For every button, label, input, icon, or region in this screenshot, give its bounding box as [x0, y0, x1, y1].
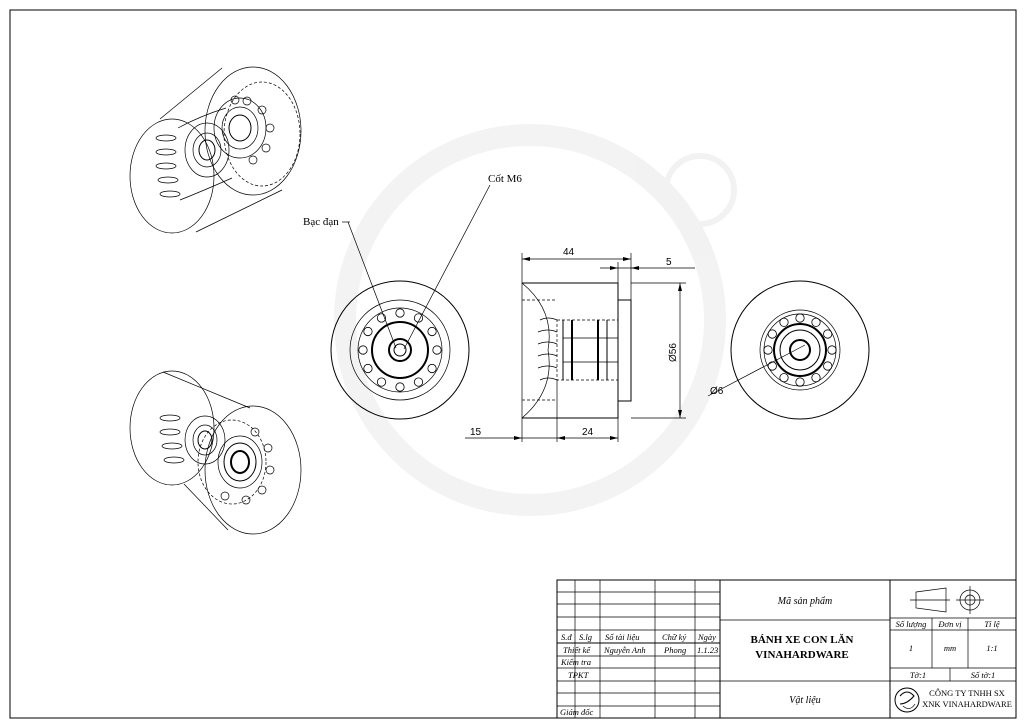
sheet-label: Tờ:1: [910, 670, 926, 680]
front-view-hole: [427, 363, 437, 374]
watermark: [334, 124, 737, 516]
front-view-hole: [363, 363, 373, 374]
rear-view-hole: [767, 329, 777, 339]
dimension-56: Ø56: [631, 282, 686, 419]
rear-view-hole: [779, 373, 789, 383]
front-view-hole: [376, 313, 387, 323]
scale-label: Tỉ lệ: [984, 619, 1000, 629]
rev-header-slg: S.lg: [579, 632, 592, 642]
designer-date: 1.1.23: [697, 645, 718, 655]
unit-label: Đơn vị: [937, 619, 962, 629]
company-logo-icon: [894, 687, 920, 713]
quantity-value: 1: [909, 643, 913, 653]
label-bearing: Bạc đạn: [303, 216, 397, 349]
isometric-view-bottom: [129, 370, 302, 535]
rear-view-hole: [811, 317, 821, 327]
front-view-hole: [376, 377, 387, 387]
rear-view-hole: [763, 345, 773, 355]
dimension-6: Ø6: [707, 344, 806, 397]
checker-role: Kiểm tra: [560, 657, 591, 667]
director-role: Giám đốc: [560, 707, 594, 717]
rear-view-hole: [767, 361, 777, 371]
title-block: S.đ S.lg Số tài liệu Chữ ký Ngày Thiết k…: [556, 579, 1017, 719]
dimension-5: 5: [600, 257, 695, 283]
front-view-hole: [413, 313, 424, 323]
product-name-line2: VINAHARDWARE: [755, 649, 849, 661]
shaft-label: Cốt M6: [488, 173, 522, 185]
rear-view-hole: [795, 313, 805, 323]
rear-view-hole: [779, 317, 789, 327]
designer-signature: Phong: [663, 645, 686, 655]
rear-view-hole: [823, 361, 833, 371]
sheet-border: [9, 9, 1017, 719]
front-view-hole: [363, 326, 373, 337]
isometric-view-top: [129, 66, 302, 234]
dimension-24: 24: [557, 418, 619, 442]
designer-name: Nguyễn Anh: [603, 645, 646, 655]
front-view-hole: [358, 345, 368, 355]
tpkt-role: TPKT: [568, 670, 590, 680]
front-view-hole: [395, 308, 405, 318]
rev-header-date: Ngày: [697, 632, 716, 642]
label-shaft: Cốt M6: [403, 173, 522, 350]
dim-6-text: Ø6: [710, 386, 724, 397]
dim-56-text: Ø56: [668, 343, 679, 362]
dim-44-text: 44: [563, 247, 575, 258]
dim-15-text: 15: [470, 427, 482, 438]
scale-value: 1:1: [986, 643, 997, 653]
designer-role: Thiết kế: [563, 645, 591, 655]
front-view-hole: [395, 382, 405, 392]
rev-header-sd: S.đ: [561, 632, 572, 642]
rev-header-sign: Chữ ký: [662, 632, 686, 642]
front-view-hole: [427, 326, 437, 337]
product-name-line1: BÁNH XE CON LĂN: [751, 634, 854, 646]
dimension-44: 44: [521, 247, 632, 300]
dim-5-text: 5: [666, 257, 672, 268]
rear-view-hole: [823, 329, 833, 339]
front-view-hole: [432, 345, 442, 355]
material-label: Vật liệu: [789, 695, 820, 706]
rear-view: [730, 280, 870, 420]
unit-value: mm: [944, 643, 956, 653]
dimension-15: 15: [465, 380, 565, 442]
product-code-label: Mã sản phẩm: [777, 596, 832, 607]
rev-header-doc: Số tài liệu: [605, 632, 639, 642]
side-view: [521, 282, 632, 419]
projection-symbol-icon: [910, 586, 984, 614]
front-view: [330, 280, 470, 420]
quantity-label: Số lượng: [896, 619, 927, 629]
dim-24-text: 24: [582, 427, 594, 438]
rear-view-hole: [827, 345, 837, 355]
front-view-hole: [413, 377, 424, 387]
company-line2: XNK VINAHARDWARE: [922, 699, 1012, 709]
bearing-label: Bạc đạn: [303, 216, 339, 228]
rear-view-hole: [811, 373, 821, 383]
rear-view-hole: [795, 377, 805, 387]
sheet-count-label: Số tờ:1: [971, 670, 996, 680]
company-line1: CÔNG TY TNHH SX: [929, 688, 1005, 698]
